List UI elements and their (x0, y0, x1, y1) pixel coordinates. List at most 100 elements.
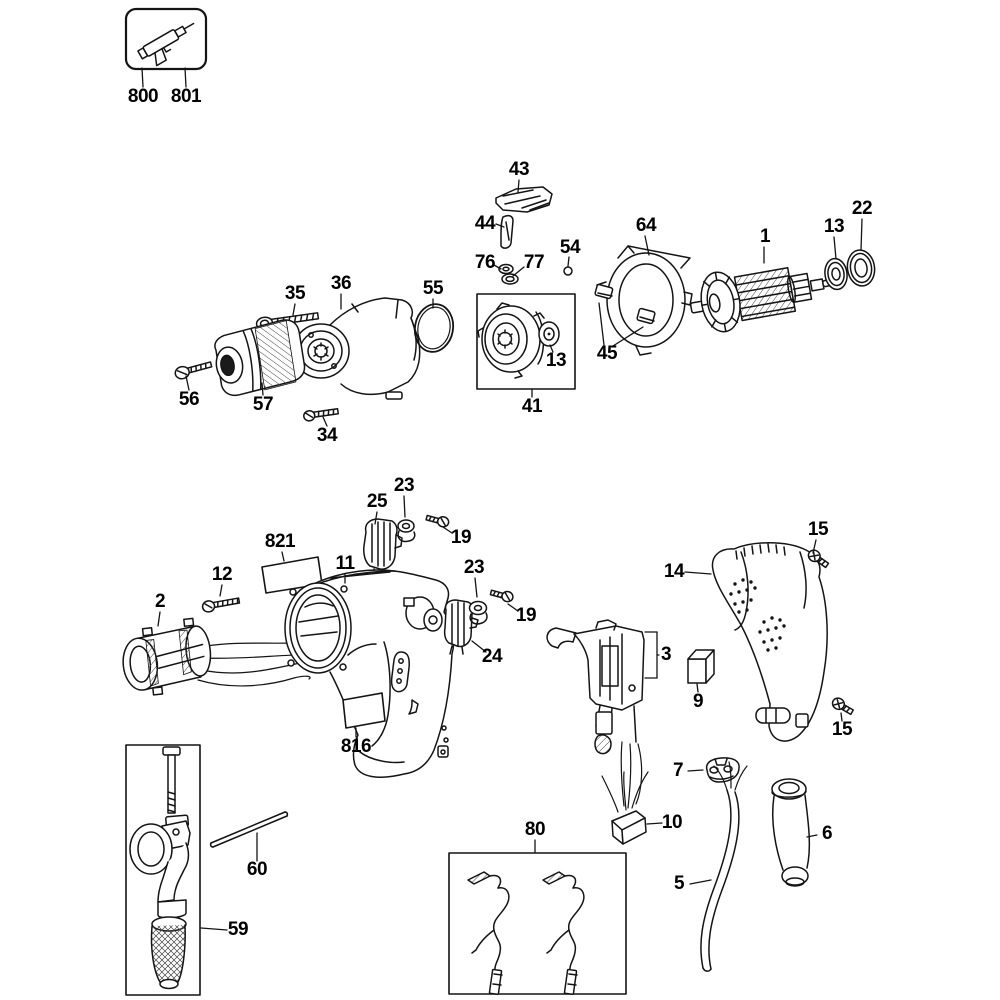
leader-line-13a (833, 236, 837, 260)
part-label-24: 24 (481, 646, 503, 667)
part-55-o-ring (413, 303, 455, 353)
part-label-76: 76 (474, 252, 496, 273)
part-label-59: 59 (227, 919, 249, 940)
part-label-57: 57 (252, 394, 274, 415)
part-22-grommet (846, 249, 876, 287)
leader-line-45 (598, 302, 605, 346)
leader-line-25 (374, 511, 378, 525)
leader-line-15a (812, 539, 817, 554)
part-label-12: 12 (211, 564, 233, 585)
part-34-screw (303, 408, 340, 422)
part-59-side-handle-box (125, 744, 201, 996)
part-label-800: 800 (127, 86, 159, 107)
part-label-13a: 13 (823, 216, 845, 237)
part-15-screw-a (807, 549, 830, 569)
part-6-cord-protector (771, 778, 811, 887)
part-816-nameplate (342, 692, 386, 729)
part-23-button (397, 519, 416, 543)
part-label-1: 1 (759, 226, 771, 247)
part-25-assembly (363, 518, 403, 576)
part-13-bearing (824, 257, 848, 291)
part-1-armature (689, 267, 832, 333)
part-label-44: 44 (474, 213, 496, 234)
part-41-clutch-housing-box (476, 293, 576, 390)
leader-line-9 (696, 683, 699, 693)
part-15-screw-b (831, 697, 855, 716)
part-54-ball (563, 266, 573, 276)
leader-line-77 (512, 266, 525, 277)
part-label-14: 14 (663, 561, 685, 582)
part-label-45: 45 (596, 343, 618, 364)
leader-line-5 (689, 879, 712, 885)
leader-line-22 (860, 218, 863, 251)
part-45-brushes (594, 283, 656, 325)
part-label-60: 60 (246, 859, 268, 880)
part-label-5: 5 (673, 873, 685, 894)
leader-line-19b (507, 603, 519, 612)
leader-line-14 (684, 571, 712, 575)
part-10-capacitor (601, 771, 649, 845)
leader-lines (141, 67, 863, 931)
part-label-77: 77 (523, 252, 545, 273)
part-label-15a: 15 (807, 519, 829, 540)
part-label-55: 55 (422, 278, 444, 299)
leader-line-44 (495, 223, 505, 228)
part-label-41: 41 (521, 396, 543, 417)
part-14-handle-cover (711, 542, 828, 742)
part-label-56: 56 (178, 389, 200, 410)
part-label-23b: 23 (463, 557, 485, 578)
part-label-801: 801 (170, 86, 202, 107)
part-label-25: 25 (366, 491, 388, 512)
leader-line-821 (281, 551, 285, 562)
part-label-64: 64 (635, 215, 657, 236)
part-label-2: 2 (154, 591, 166, 612)
leader-line-15b (840, 712, 843, 722)
part-label-10: 10 (661, 812, 683, 833)
part-11-motor-housing (284, 569, 455, 778)
part-label-7: 7 (672, 760, 684, 781)
part-77-washer (501, 273, 519, 285)
part-label-3: 3 (660, 644, 672, 665)
leader-line-23a (403, 495, 406, 518)
leader-line-800 (141, 67, 144, 88)
part-60-rod (209, 811, 289, 848)
part-label-13b: 13 (545, 350, 567, 371)
part-80-brush-kit-box (448, 852, 627, 996)
part-57-chuck (214, 319, 306, 397)
part-44-lever (500, 214, 514, 249)
part-2-field (122, 617, 212, 696)
part-label-816: 816 (340, 736, 372, 757)
part-label-6: 6 (821, 823, 833, 844)
part-9-cube (687, 649, 715, 684)
leader-line-54 (567, 256, 570, 267)
leader-line-10 (646, 822, 663, 825)
leader-line-57 (261, 382, 264, 396)
leader-line-64 (644, 235, 650, 256)
part-label-19a: 19 (450, 527, 472, 548)
reference-tool-box (124, 7, 208, 71)
leader-line-7 (687, 769, 704, 772)
leader-line-801 (184, 67, 187, 88)
part-36-gear-case (292, 297, 421, 400)
part-12-screw (201, 597, 241, 613)
leader-line-13b (549, 344, 554, 353)
part-label-15b: 15 (831, 719, 853, 740)
part-5-cord (700, 761, 748, 972)
part-label-80: 80 (524, 819, 546, 840)
leader-line-23b (474, 577, 478, 598)
leader-line-35 (292, 303, 296, 316)
part-label-54: 54 (559, 237, 581, 258)
leader-line-59 (200, 927, 228, 931)
part-label-23a: 23 (393, 475, 415, 496)
part-label-43: 43 (508, 159, 530, 180)
leader-line-34 (322, 416, 328, 427)
part-label-19b: 19 (515, 605, 537, 626)
part-label-11: 11 (335, 553, 355, 574)
part-23-button-b (468, 600, 488, 625)
drill-icon (137, 22, 195, 67)
leader-line-19a (442, 526, 453, 534)
leader-line-43 (517, 179, 520, 193)
leader-line-24 (471, 640, 487, 653)
